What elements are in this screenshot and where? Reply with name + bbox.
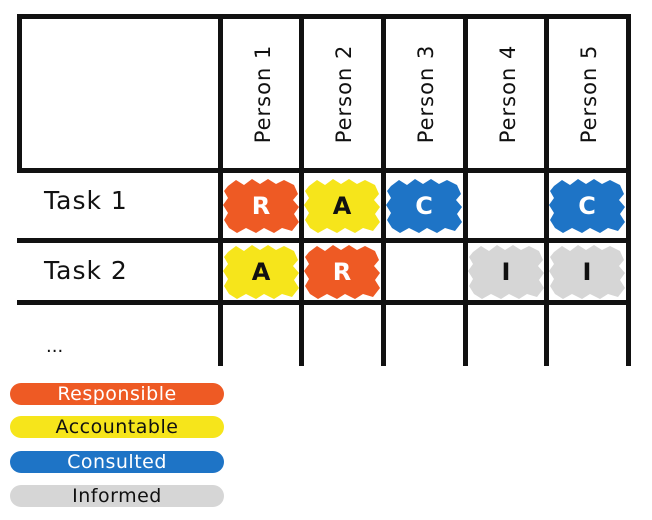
person-header-4: Person 4 — [467, 30, 549, 158]
grid-line-col-2 — [299, 14, 304, 366]
grid-line-col-3 — [381, 14, 386, 366]
person-label: Person 2 — [332, 44, 356, 144]
person-header-3: Person 3 — [385, 30, 467, 158]
matrix-cell-consulted: C — [548, 176, 626, 236]
matrix-cell-informed: I — [548, 242, 626, 302]
brush-mark-informed — [549, 245, 625, 299]
legend-informed: Informed — [10, 485, 224, 507]
brush-mark-responsible — [223, 179, 299, 233]
cell-letter: I — [582, 258, 592, 286]
person-label: Person 3 — [414, 44, 438, 144]
more-rows-ellipsis: ... — [46, 336, 64, 357]
cell-letter: R — [332, 258, 352, 286]
task-label-2: Task 2 — [44, 256, 128, 285]
grid-line-row-1 — [17, 238, 631, 243]
legend-accountable: Accountable — [10, 416, 224, 438]
person-header-1: Person 1 — [222, 30, 304, 158]
cell-letter: R — [251, 192, 271, 220]
grid-line-col-4 — [463, 14, 468, 366]
brush-mark-responsible — [304, 245, 380, 299]
matrix-cell-accountable: A — [303, 176, 381, 236]
brush-mark-accountable — [223, 245, 299, 299]
matrix-cell-informed: I — [467, 242, 545, 302]
person-header-2: Person 2 — [303, 30, 385, 158]
task-label-1: Task 1 — [44, 186, 128, 215]
person-header-5: Person 5 — [548, 30, 630, 158]
person-label: Person 4 — [496, 44, 520, 144]
matrix-cell-responsible: R — [303, 242, 381, 302]
cell-letter: A — [332, 192, 352, 220]
grid-line-col-5 — [544, 14, 549, 366]
grid-line-row-2 — [17, 300, 631, 305]
legend-consulted: Consulted — [10, 451, 224, 473]
brush-mark-consulted — [386, 179, 462, 233]
brush-mark-accountable — [304, 179, 380, 233]
matrix-cell-consulted: C — [385, 176, 463, 236]
person-label: Person 1 — [251, 44, 275, 144]
cell-letter: C — [578, 192, 596, 220]
grid-line-col-1 — [218, 14, 223, 366]
brush-mark-informed — [468, 245, 544, 299]
matrix-cell-responsible: R — [222, 176, 300, 236]
cell-letter: I — [501, 258, 511, 286]
cell-letter: A — [251, 258, 271, 286]
person-label: Person 5 — [577, 44, 601, 144]
matrix-cell-accountable: A — [222, 242, 300, 302]
cell-letter: C — [415, 192, 433, 220]
grid-line-right — [626, 14, 631, 366]
grid-line-left — [17, 14, 22, 172]
legend-responsible: Responsible — [10, 383, 224, 405]
brush-mark-consulted — [549, 179, 625, 233]
grid-line-top — [17, 14, 631, 19]
grid-line-header — [17, 168, 631, 173]
